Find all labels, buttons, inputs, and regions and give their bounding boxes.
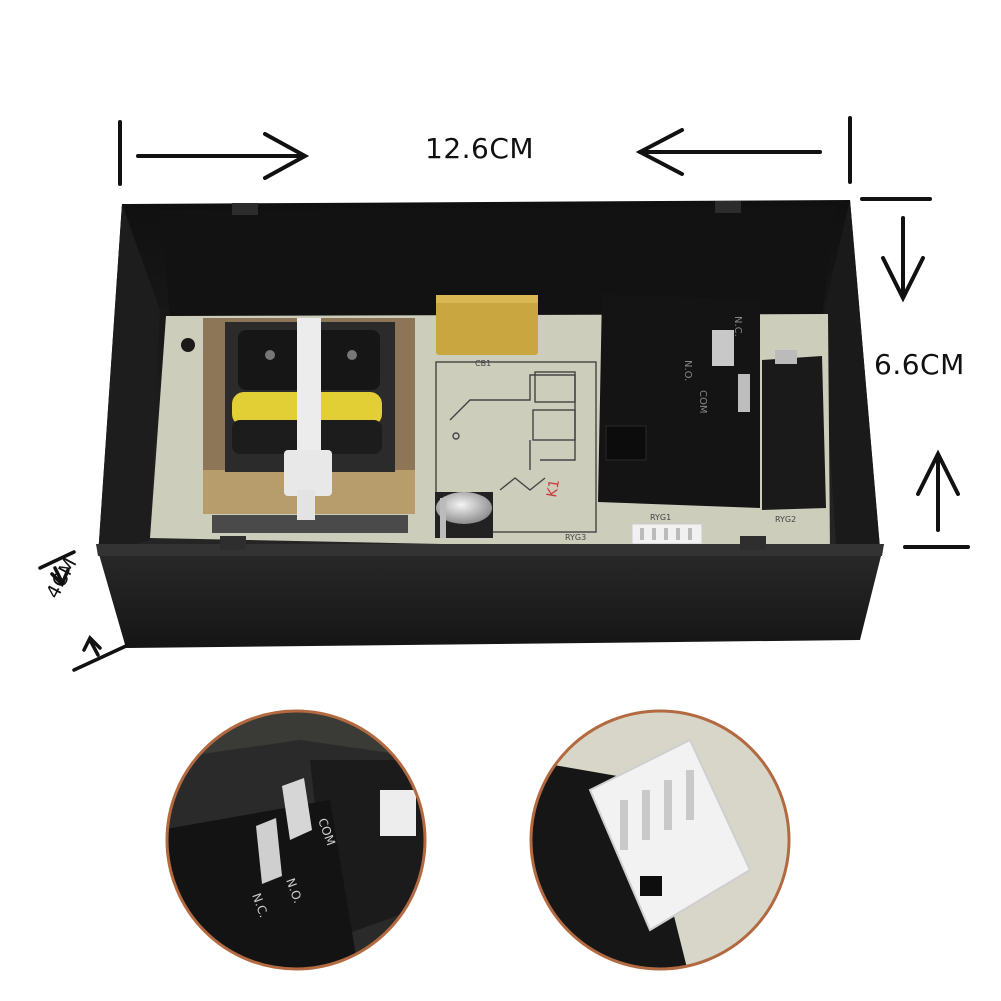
enclosure-front (96, 536, 884, 648)
label-cb1: CB1 (475, 359, 491, 368)
label-ryg2: RYG2 (775, 515, 796, 524)
arrow-right-icon (263, 132, 310, 180)
svg-text:K1: K1 (544, 478, 563, 499)
arrow-up-icon (916, 449, 960, 496)
dimension-depth (38, 550, 128, 672)
main-relay: N.O. N.C. COM (598, 294, 760, 508)
small-relay (762, 350, 826, 510)
transformer (203, 318, 415, 533)
label-relay-nc: N.C. (732, 316, 743, 337)
dimension-width (118, 116, 852, 186)
label-ryg3: RYG3 (565, 533, 586, 542)
label-relay-no: N.O. (682, 360, 693, 381)
arrow-left-icon (635, 128, 684, 176)
electrolytic-capacitor (435, 492, 493, 538)
dimension-height (860, 197, 970, 549)
inset-relay-terminals: COM N.O. N.C. (165, 709, 427, 971)
label-relay-com: COM (697, 390, 708, 413)
label-ryg1: RYG1 (650, 513, 671, 522)
arrow-down-icon (881, 256, 925, 303)
film-capacitor (436, 295, 538, 355)
height-dimension-label: 6.6CM (874, 348, 965, 381)
connector-ryg1 (631, 523, 703, 545)
inset-connector (529, 709, 791, 971)
width-dimension-label: 12.6CM (425, 132, 535, 165)
